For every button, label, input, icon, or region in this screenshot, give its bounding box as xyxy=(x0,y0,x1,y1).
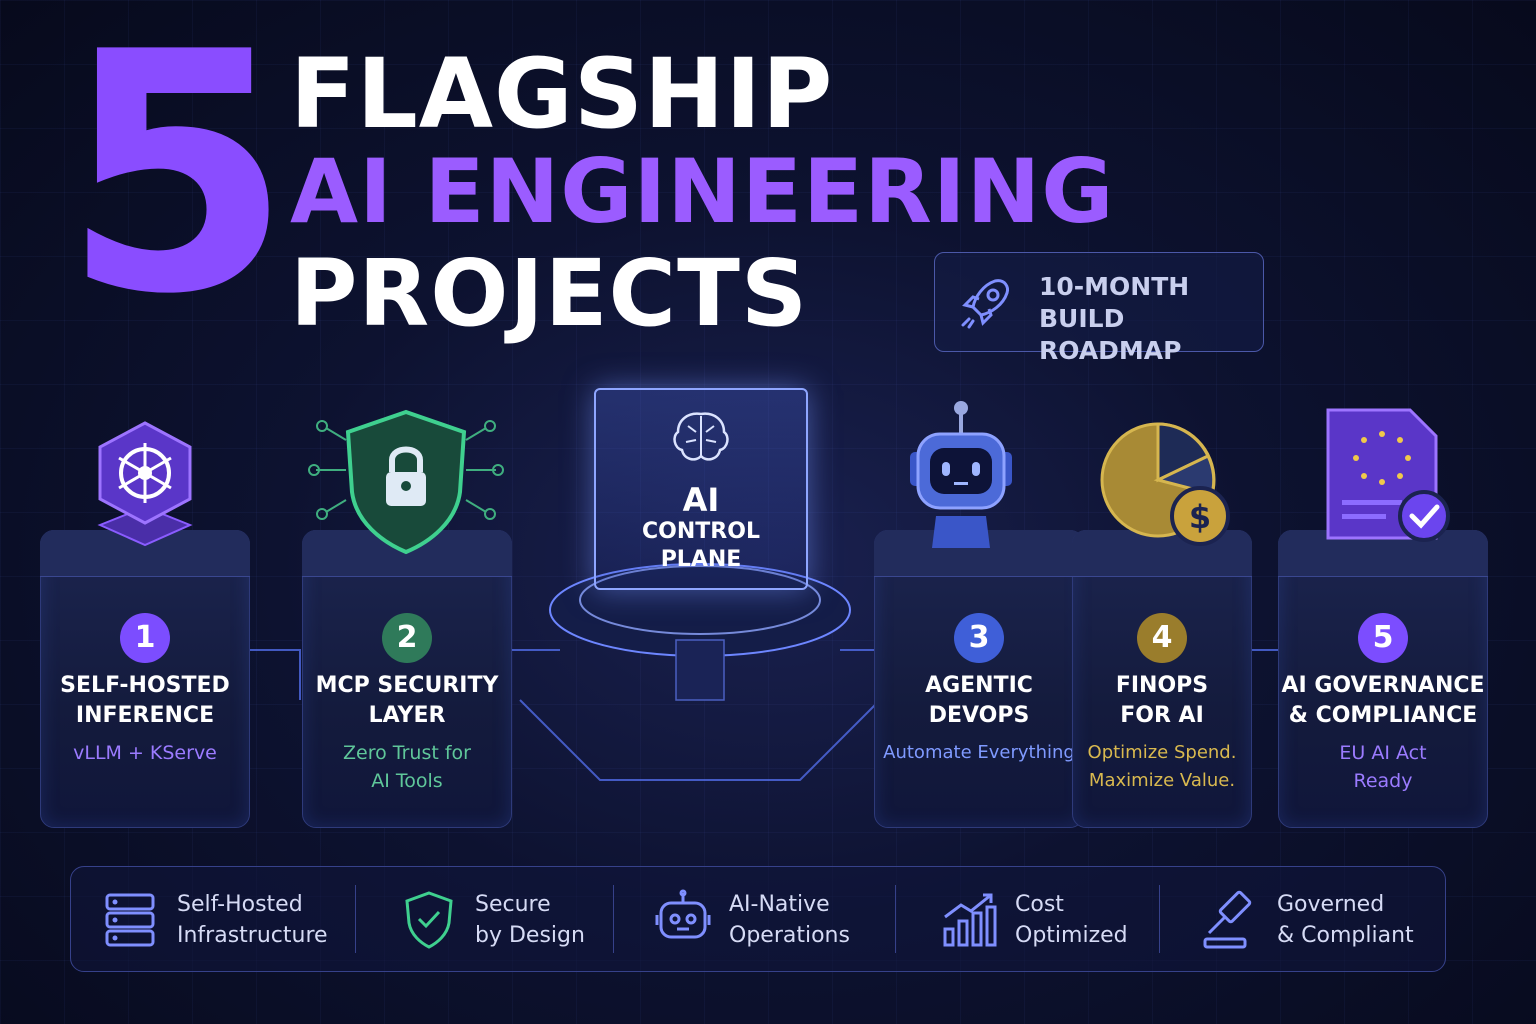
center-label-control: CONTROL xyxy=(642,519,760,544)
project-sub-2a: Zero Trust for xyxy=(343,742,471,764)
ai-control-plane: AI CONTROL PLANE xyxy=(594,388,808,590)
feature-3-line-1: AI-Native xyxy=(729,892,830,917)
project-title-1a: SELF-HOSTED xyxy=(60,673,230,698)
title-line-3: PROJECTS xyxy=(290,240,809,347)
feature-1-line-2: Infrastructure xyxy=(177,923,328,948)
divider xyxy=(355,885,356,953)
project-sub-2b: AI Tools xyxy=(371,770,443,792)
svg-text:$: $ xyxy=(1189,498,1211,536)
server-icon xyxy=(105,893,155,947)
badge-line-1: 10-MONTH BUILD xyxy=(1039,272,1190,333)
feature-5-line-2: & Compliant xyxy=(1277,923,1414,948)
project-title-4a: FINOPS xyxy=(1115,673,1209,698)
project-sub-3a: Automate Everything xyxy=(883,742,1075,763)
feature-3-line-2: Operations xyxy=(729,923,850,948)
feature-4-line-1: Cost xyxy=(1015,892,1064,917)
divider xyxy=(895,885,896,953)
project-card-5: 5 AI GOVERNANCE & COMPLIANCE EU AI Act R… xyxy=(1278,530,1488,828)
project-title-3a: AGENTIC xyxy=(925,673,1033,698)
robot-icon xyxy=(910,401,1012,548)
project-number-1: 1 xyxy=(120,613,170,663)
growth-chart-icon xyxy=(943,893,997,947)
project-sub-5a: EU AI Act xyxy=(1339,742,1427,764)
project-card-1: 1 SELF-HOSTED INFERENCE vLLM + KServe xyxy=(40,530,250,828)
rocket-icon xyxy=(961,279,1009,329)
project-sub-5b: Ready xyxy=(1353,770,1413,792)
project-number-5: 5 xyxy=(1358,613,1408,663)
eu-document-check-icon xyxy=(1326,408,1450,542)
robot-icon xyxy=(655,889,711,939)
feature-1-line-1: Self-Hosted xyxy=(177,892,303,917)
project-card-4: 4 FINOPS FOR AI Optimize Spend. Maximize… xyxy=(1072,530,1252,828)
project-title-4b: FOR AI xyxy=(1120,703,1204,728)
project-sub-4b: Maximize Value. xyxy=(1088,770,1236,791)
divider xyxy=(613,885,614,953)
project-sub-1a: vLLM + KServe xyxy=(73,742,217,764)
project-number-3: 3 xyxy=(954,613,1004,663)
project-title-5b: & COMPLIANCE xyxy=(1288,703,1478,728)
project-title-2a: MCP SECURITY xyxy=(315,673,499,698)
center-label-plane: PLANE xyxy=(660,547,742,572)
badge-line-2: ROADMAP xyxy=(1039,336,1182,365)
feature-4-line-2: Optimized xyxy=(1015,923,1128,948)
pie-chart-dollar-icon: $ xyxy=(1100,422,1230,546)
feature-2-line-2: by Design xyxy=(475,923,585,948)
project-card-3: 3 AGENTIC DEVOPS Automate Everything xyxy=(874,530,1084,828)
divider xyxy=(1159,885,1160,953)
title-line-2: AI ENGINEERING xyxy=(290,140,1115,243)
roadmap-badge: 10-MONTH BUILD ROADMAP xyxy=(934,252,1264,365)
big-number: 5 xyxy=(62,0,292,366)
project-card-2: 2 MCP SECURITY LAYER Zero Trust for AI T… xyxy=(302,530,512,828)
center-label-ai: AI xyxy=(682,481,720,519)
feature-5-line-1: Governed xyxy=(1277,892,1385,917)
shield-check-icon xyxy=(405,891,453,949)
gavel-icon xyxy=(1203,890,1252,949)
project-number-4: 4 xyxy=(1137,613,1187,663)
feature-bar: Self-Hosted Infrastructure Secure by Des… xyxy=(70,866,1446,972)
feature-2-line-1: Secure xyxy=(475,892,551,917)
project-number-2: 2 xyxy=(382,613,432,663)
shield-lock-icon xyxy=(308,409,504,555)
kubernetes-icon xyxy=(97,421,193,547)
brain-icon xyxy=(673,412,729,461)
project-sub-4a: Optimize Spend. xyxy=(1087,742,1237,763)
project-title-3b: DEVOPS xyxy=(928,703,1030,728)
project-title-2b: LAYER xyxy=(368,703,446,728)
project-title-5a: AI GOVERNANCE xyxy=(1281,673,1485,698)
title-line-1: FLAGSHIP xyxy=(290,38,834,150)
project-title-1b: INFERENCE xyxy=(75,703,215,728)
